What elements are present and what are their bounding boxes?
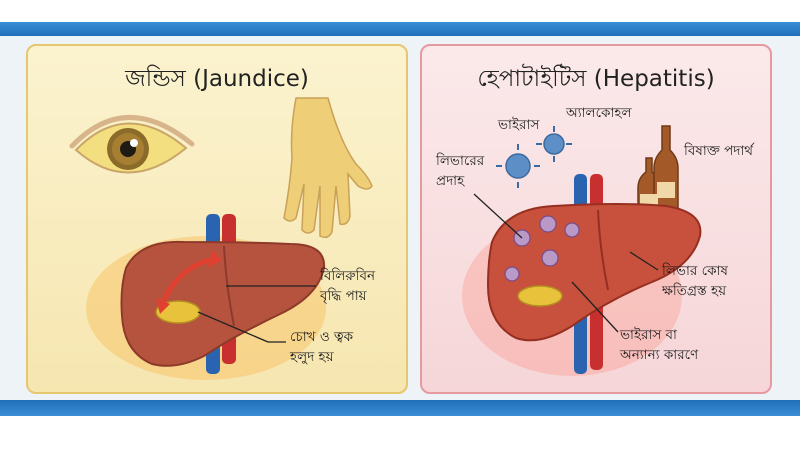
top-blue-stripe [0, 22, 800, 36]
label-eye-skin-line1: চোখ ও ত্বক [290, 329, 354, 345]
leader-line-cell-damage [629, 251, 659, 271]
hepatitis-illustration [462, 125, 702, 376]
label-inflammation-line1: লিভারের [436, 153, 485, 169]
label-cell-damage-line1: লিভার কোষ [662, 263, 728, 279]
label-eye-skin-line2: হলুদ হয় [290, 349, 334, 365]
leader-line-inflammation [473, 193, 523, 239]
leader-line-eye-skin [197, 311, 269, 343]
label-virus: ভাইরাস [498, 117, 540, 133]
jaundice-panel: জন্ডিস (Jaundice) [26, 44, 408, 394]
label-cause-line1: ভাইরাস বা [620, 327, 677, 343]
hepatitis-title: হেপাটাইটিস (Hepatitis) [477, 66, 715, 92]
yellow-eye-icon [69, 115, 195, 174]
gallbladder-icon-2 [517, 285, 563, 307]
label-bilirubin-line1: বিলিরুবিন [320, 268, 376, 284]
jaundice-illustration [69, 97, 373, 380]
virus-icon [505, 133, 565, 179]
label-toxins: বিষাক্ত পদার্থ [684, 143, 754, 159]
liver-icon [120, 240, 326, 367]
bottom-blue-stripe [0, 400, 800, 416]
leader-line-cause [571, 281, 619, 333]
bottom-band [0, 416, 800, 450]
label-cell-damage-line2: ক্ষতিগ্রস্ত হয় [662, 283, 727, 299]
jaundice-title: জন্ডিস (Jaundice) [125, 66, 309, 92]
label-alcohol: অ্যালকোহল [566, 105, 632, 121]
hepatitis-panel: হেপাটাইটিস (Hepatitis) [420, 44, 772, 394]
label-bilirubin-line2: বৃদ্ধি পায় [320, 288, 367, 304]
label-inflammation-line2: প্রদাহ [436, 173, 465, 189]
label-cause-line2: অন্যান্য কারণে [620, 347, 699, 363]
yellow-hand-icon [283, 97, 373, 239]
top-band [0, 0, 800, 22]
circulation-arrow-icon [156, 250, 222, 314]
